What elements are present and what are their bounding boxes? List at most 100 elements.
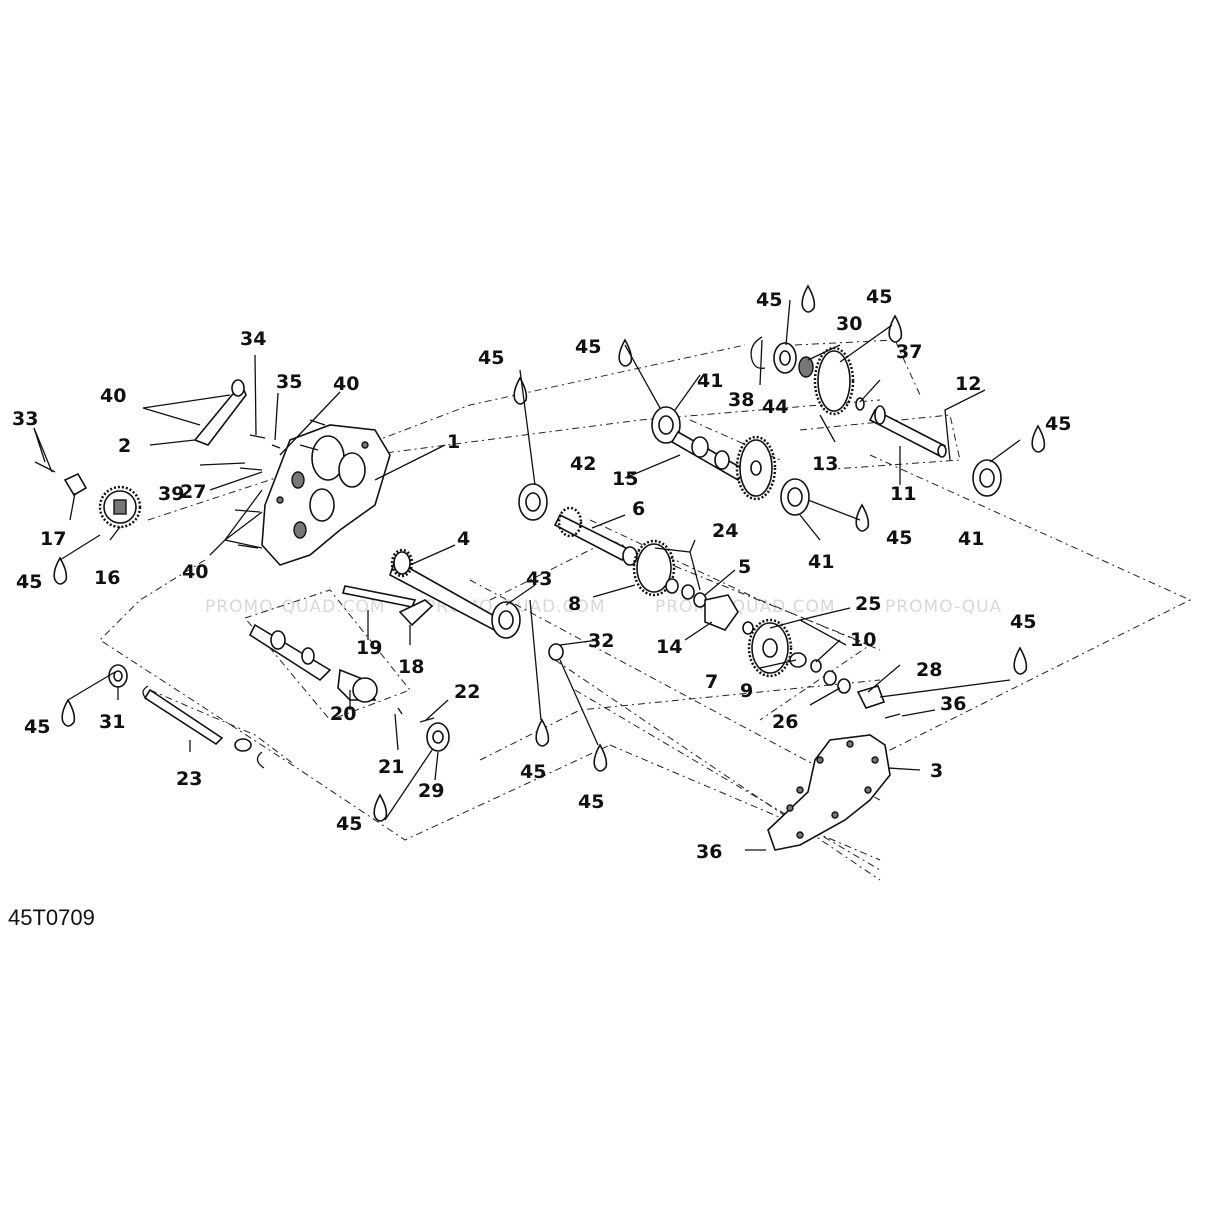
callout-number: 25 [855,593,881,615]
callout-number: 27 [180,481,206,503]
upper-gear-set [750,336,865,416]
main-shaft [670,430,777,501]
callout-number: 35 [276,371,302,393]
oil-drop-icon [801,284,816,313]
bearing [491,601,521,639]
callout-number: 45 [1010,611,1036,633]
callout-number: 9 [740,680,753,702]
callout-number: 4 [457,528,470,550]
callout-number: 18 [398,656,424,678]
callout-number: 6 [632,498,645,520]
callout-number: 30 [836,313,862,335]
callout-number: 29 [418,780,444,802]
oil-drop-icon [1013,646,1028,675]
bearing [518,483,548,521]
oil-drop-icon [373,793,388,822]
output-shaft [108,664,265,769]
callout-number: 45 [16,571,42,593]
callout-number: 45 [578,791,604,813]
callout-number: 44 [762,396,788,418]
callout-number: 16 [94,567,120,589]
watermark-layer: PROMO-QUAD.COM PROMO-QUAD.COM PROMO-QUAD… [205,597,1002,617]
callout-number: 45 [756,289,782,311]
callout-number: 7 [705,671,718,693]
oil-drop-icon [855,503,870,532]
callout-number: 21 [378,756,404,778]
callout-number: 45 [478,347,504,369]
callout-number: 41 [808,551,834,573]
callout-number: 13 [812,453,838,475]
fasteners [34,379,901,723]
diagram-reference-code: 45T0709 [8,905,95,930]
oil-drop-icon [618,338,633,367]
oil-drop-icon [53,556,68,585]
callout-number: 34 [240,328,266,350]
callout-number: 45 [336,813,362,835]
callout-number: 20 [330,703,356,725]
watermark: PROMO-QUA [885,597,1002,617]
callout-number: 31 [99,711,125,733]
callout-number: 37 [896,341,922,363]
bearing [780,478,810,516]
callout-number: 24 [712,520,738,542]
output-spline-shaft [868,405,947,458]
callout-number: 45 [886,527,912,549]
callout-number: 43 [526,568,552,590]
callout-number: 10 [850,629,876,651]
oil-drop-icon [1031,424,1046,453]
watermark: PROMO-QUAD.COM [205,597,386,617]
lubricant-symbols [53,284,1046,822]
counter-shaft [553,506,707,608]
callout-number: 14 [656,636,682,658]
callout-number: 40 [333,373,359,395]
callout-number: 5 [738,556,751,578]
oil-seal [548,643,564,661]
callout-number: 8 [568,593,581,615]
shift-shaft [341,585,434,627]
callout-number: 26 [772,711,798,733]
callout-number: 17 [40,528,66,550]
oil-drop-icon [61,698,76,727]
callout-number: 41 [697,370,723,392]
callout-number: 22 [454,681,480,703]
callout-number: 32 [588,630,614,652]
shift-drum [248,623,378,703]
callout-number: 45 [24,716,50,738]
gearbox-housing [261,424,391,566]
driven-gear [747,618,886,709]
callout-number: 28 [916,659,942,681]
bushing [426,722,450,752]
callout-number: 1 [447,431,460,453]
callout-number: 45 [520,761,546,783]
callout-number: 15 [612,468,638,490]
callout-number: 3 [930,760,943,782]
cover-gasket [767,734,891,851]
callout-number: 33 [12,408,38,430]
callout-number: 36 [940,693,966,715]
bearing [972,459,1002,497]
oil-drop-icon [888,314,903,343]
callout-number: 45 [866,286,892,308]
callout-number: 39 [158,483,184,505]
watermark: PROMO-QUAD.COM [655,597,836,617]
callout-number: 19 [356,637,382,659]
bearing [651,406,681,444]
callout-labels: 1 2 3 4 5 6 7 8 9 10 11 12 13 14 15 16 1… [12,286,1071,863]
callout-number: 40 [100,385,126,407]
callout-number: 41 [958,528,984,550]
leader-lines [33,299,1021,851]
oil-drop-icon [535,718,550,747]
callout-number: 45 [575,336,601,358]
callout-number: 38 [728,389,754,411]
drive-sprocket [63,472,142,529]
shift-collar [704,594,754,635]
callout-number: 23 [176,768,202,790]
callout-number: 36 [696,841,722,863]
assembly-guide-lines [99,339,1192,881]
callout-number: 11 [890,483,916,505]
callout-number: 42 [570,453,596,475]
callout-number: 40 [182,561,208,583]
callout-number: 2 [118,435,131,457]
